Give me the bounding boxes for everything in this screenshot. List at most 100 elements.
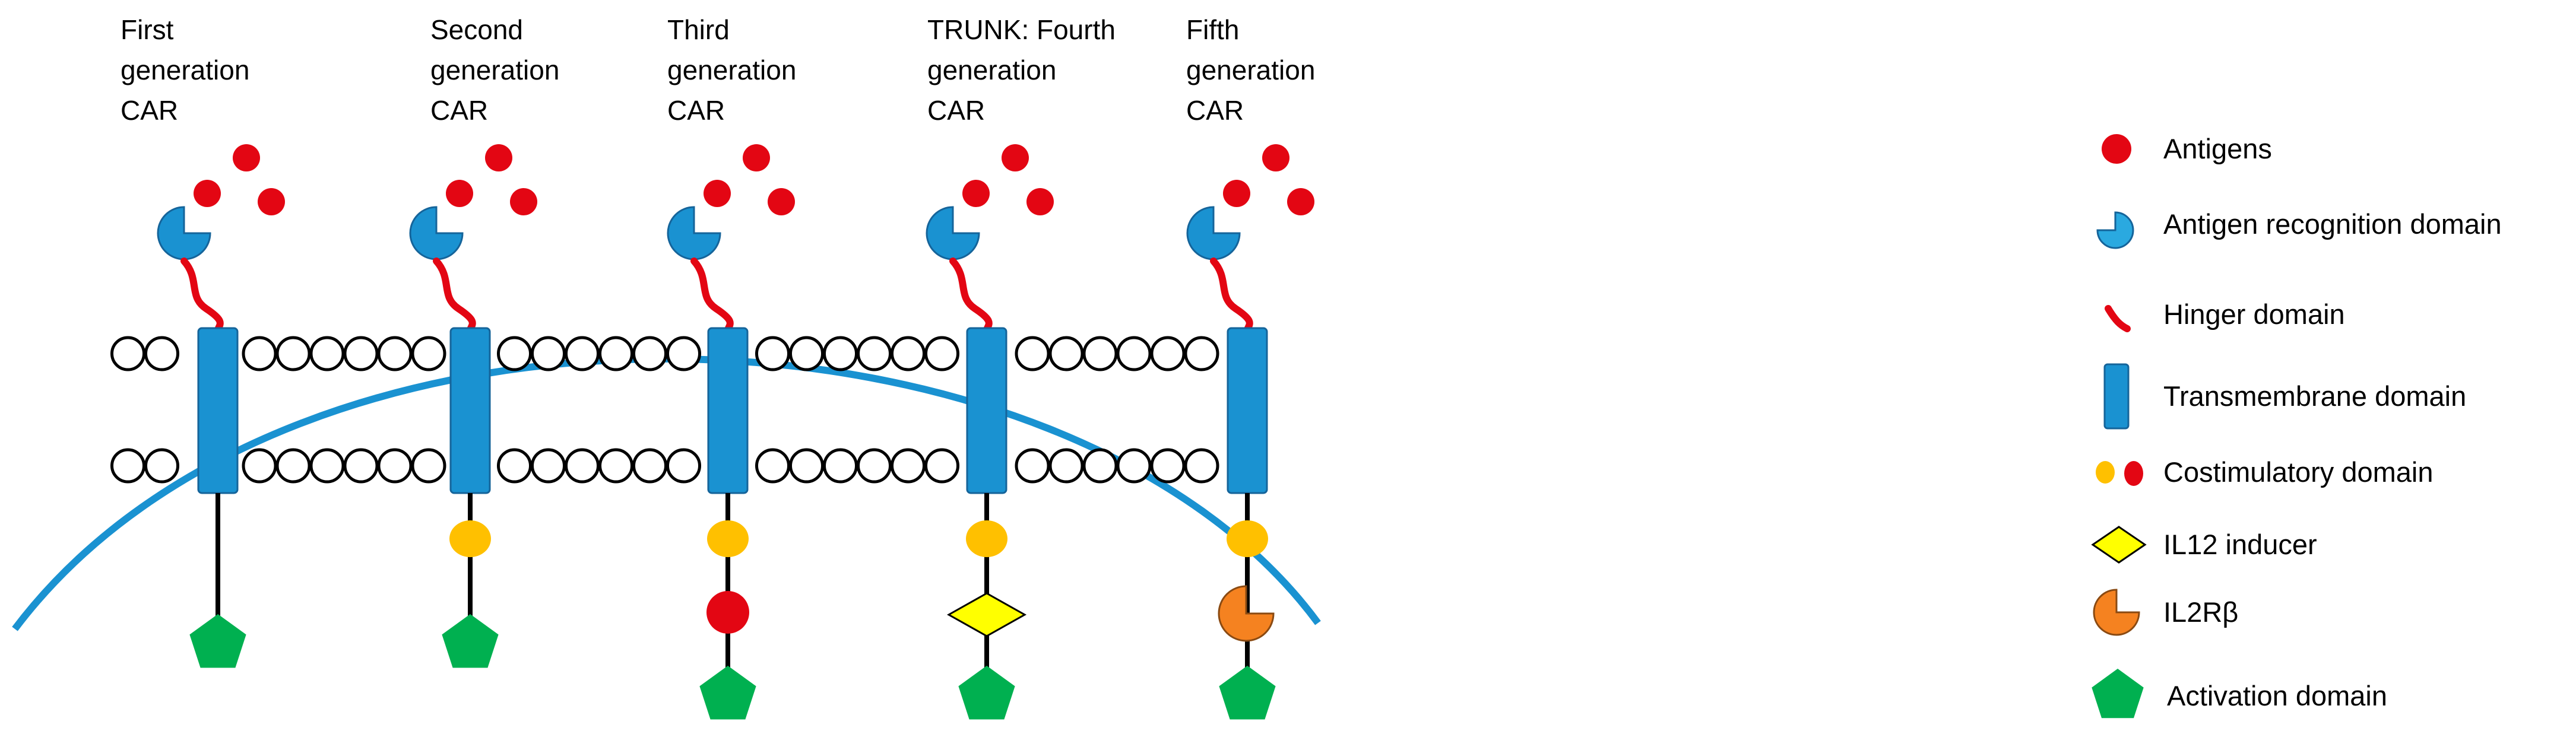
antigen-icon	[1002, 144, 1029, 171]
lipid-head-outer	[343, 336, 379, 371]
generation-label: Fifth generation CAR	[1186, 14, 1316, 126]
legend	[2091, 134, 2147, 719]
lipid-head-outer	[309, 336, 345, 371]
hinge-icon	[690, 258, 734, 333]
lipid-head-inner	[1048, 448, 1084, 484]
antigen-recognition-icon	[409, 206, 464, 260]
lipid-head-inner	[789, 448, 824, 484]
lipid-head-inner	[531, 448, 566, 484]
legend-label: Transmembrane domain	[2163, 380, 2467, 412]
lipid-head-inner	[110, 448, 145, 484]
lipid-head-outer	[632, 336, 667, 371]
il12-inducer-icon	[946, 592, 1027, 637]
lipid-head-inner	[857, 448, 892, 484]
activation-icon	[1219, 666, 1276, 720]
legend-label: Antigens	[2163, 133, 2272, 164]
antigen-icon	[704, 180, 731, 207]
lipid-head-outer	[891, 336, 926, 371]
lipid-head-inner	[565, 448, 600, 484]
antigen-icon	[258, 188, 285, 215]
lipid-head-inner	[1150, 448, 1186, 484]
lipid-head-inner	[144, 448, 179, 484]
hinge-icon	[1210, 258, 1253, 333]
antigen-icon	[485, 144, 512, 171]
transmembrane-icon	[197, 327, 239, 494]
lipid-head-inner	[1116, 448, 1152, 484]
antigen-icon	[1262, 144, 1289, 171]
generation-label: Third generation CAR	[667, 14, 797, 126]
il12-inducer-icon	[2091, 526, 2147, 564]
antigen-icon	[446, 180, 473, 207]
legend-label: Costimulatory domain	[2163, 456, 2434, 488]
antigen-recognition-icon	[1186, 206, 1241, 260]
car-construct	[157, 144, 285, 668]
antigen-icon	[194, 180, 221, 207]
costimulatory-icon	[2124, 461, 2143, 486]
antigen-icon	[1223, 180, 1250, 207]
lipid-head-inner	[1015, 448, 1050, 484]
lipid-head-outer	[275, 336, 311, 371]
transmembrane-icon	[707, 327, 749, 494]
lipid-head-outer	[497, 336, 532, 371]
lipid-head-inner	[924, 448, 959, 484]
lipid-head-outer	[857, 336, 892, 371]
lipid-head-outer	[755, 336, 790, 371]
legend-label: IL12 inducer	[2163, 529, 2317, 560]
costimulatory-icon	[706, 591, 749, 634]
transmembrane-icon	[2103, 363, 2130, 430]
lipid-head-inner	[411, 448, 446, 484]
lipid-head-inner	[823, 448, 858, 484]
generation-label: TRUNK: Fourth generation CAR	[927, 14, 1116, 126]
lipid-head-outer	[666, 336, 701, 371]
car-construct	[667, 144, 795, 720]
car-construct	[1186, 144, 1314, 720]
lipid-head-outer	[1184, 336, 1219, 371]
lipid-head-inner	[377, 448, 413, 484]
antigen-icon	[510, 188, 537, 215]
lipid-head-inner	[598, 448, 633, 484]
lipid-head-inner	[242, 448, 277, 484]
lipid-head-outer	[1048, 336, 1084, 371]
transmembrane-icon	[449, 327, 491, 494]
lipid-head-inner	[1184, 448, 1219, 484]
il2rb-icon	[1218, 585, 1275, 642]
lipid-head-outer	[1150, 336, 1186, 371]
lipid-head-inner	[343, 448, 379, 484]
lipid-head-inner	[497, 448, 532, 484]
lipid-head-outer	[377, 336, 413, 371]
antigen-icon	[2102, 134, 2131, 164]
legend-label: Activation domain	[2167, 680, 2387, 711]
antigen-icon	[1287, 188, 1314, 215]
hinge-icon	[433, 258, 476, 333]
costimulatory-icon	[2096, 461, 2115, 484]
lipid-head-outer	[598, 336, 633, 371]
lipid-head-outer	[1116, 336, 1152, 371]
transmembrane-icon	[966, 327, 1007, 494]
antigen-recognition-icon	[2096, 211, 2134, 249]
activation-icon	[442, 614, 499, 668]
antigen-recognition-icon	[157, 206, 211, 260]
lipid-head-outer	[242, 336, 277, 371]
lipid-head-inner	[666, 448, 701, 484]
antigen-icon	[743, 144, 770, 171]
lipid-head-outer	[531, 336, 566, 371]
lipid-head-outer	[144, 336, 179, 371]
antigen-icon	[962, 180, 990, 207]
generation-label: First generation CAR	[121, 14, 250, 126]
car-construct	[926, 144, 1054, 720]
activation-icon	[189, 614, 246, 668]
costimulatory-icon	[1227, 520, 1268, 557]
generation-label: Second generation CAR	[430, 14, 560, 126]
hinge-icon	[2105, 305, 2131, 332]
lipid-head-inner	[632, 448, 667, 484]
lipid-head-outer	[1015, 336, 1050, 371]
legend-label: Hinger domain	[2163, 298, 2345, 330]
hinge-icon	[180, 258, 224, 333]
activation-icon	[2092, 669, 2144, 719]
costimulatory-icon	[707, 520, 749, 557]
costimulatory-icon	[449, 520, 491, 557]
activation-icon	[958, 666, 1015, 720]
il2rb-icon	[2093, 589, 2140, 636]
antigen-recognition-icon	[667, 206, 721, 260]
